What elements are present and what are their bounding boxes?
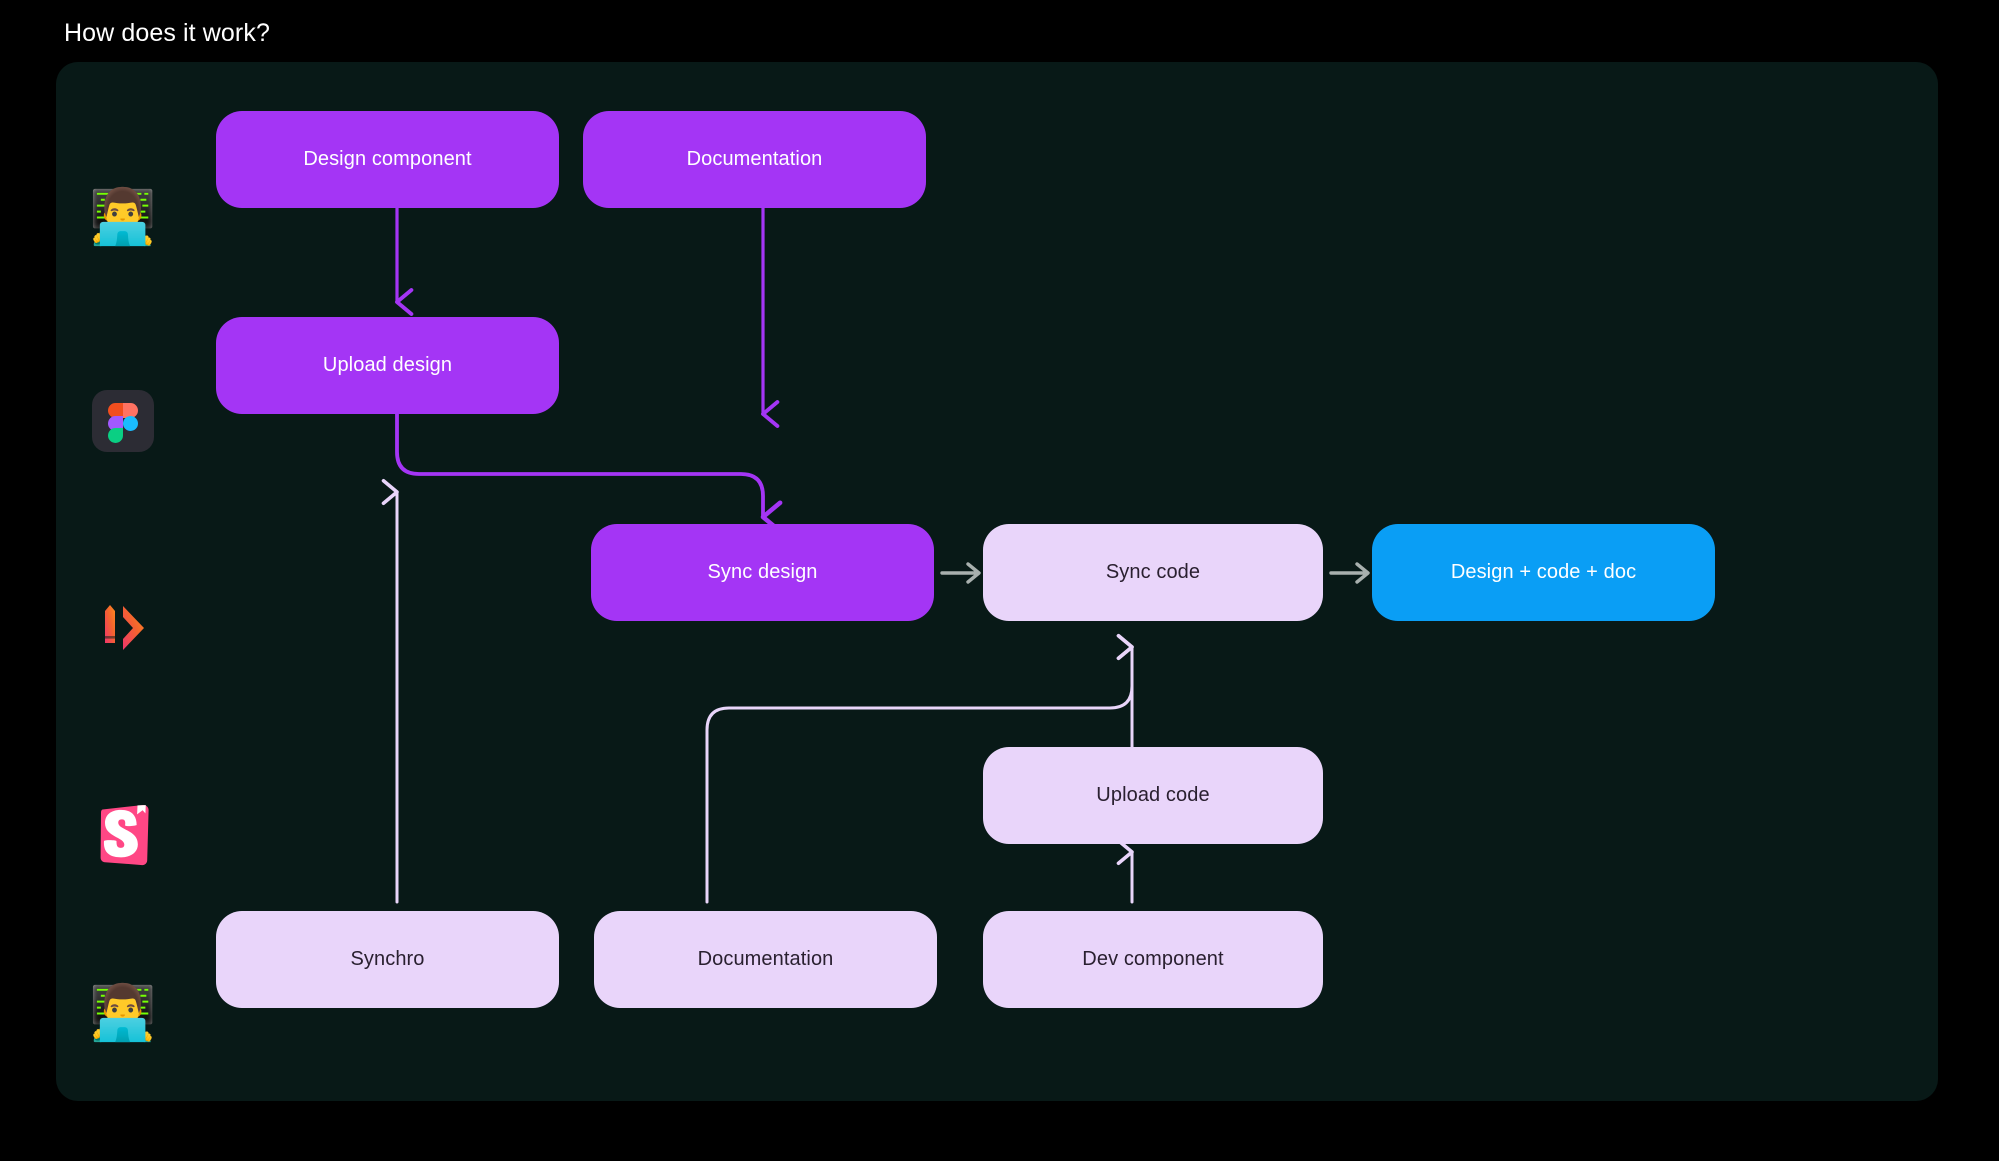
node-design-component[interactable]: Design component (216, 111, 559, 208)
connector-upload-design-to-sync-design (395, 412, 783, 534)
node-label: Upload code (1096, 784, 1210, 806)
lane-icon-designer: 👨‍💻 (89, 184, 157, 250)
specify-pencil-chevron-icon (105, 605, 144, 650)
person-at-laptop-icon: 👨‍💻 (89, 187, 157, 247)
lane-icon-developer: 👨‍💻 (89, 980, 157, 1046)
storybook-icon (100, 804, 149, 866)
node-label: Sync code (1105, 561, 1201, 583)
node-label: Upload design (322, 354, 453, 376)
node-label: Sync design (707, 561, 818, 583)
node-sync-design[interactable]: Sync design (591, 524, 934, 621)
node-label: Documentation (686, 148, 823, 170)
page-title: How does it work? (64, 19, 270, 47)
node-design-code-doc[interactable]: Design + code + doc (1372, 524, 1715, 621)
node-label: Documentation (697, 948, 834, 970)
node-documentation-bottom[interactable]: Documentation (594, 911, 937, 1008)
node-label: Design component (303, 148, 472, 170)
node-upload-code[interactable]: Upload code (983, 747, 1323, 844)
arrow-sync-code-to-design-code-doc (1329, 562, 1370, 584)
node-synchro[interactable]: Synchro (216, 911, 559, 1008)
node-sync-code[interactable]: Sync code (983, 524, 1323, 621)
lane-icon-specify (90, 595, 156, 661)
node-label: Synchro (350, 948, 425, 970)
arrow-sync-design-to-sync-code (940, 562, 981, 584)
person-at-laptop-icon: 👨‍💻 (89, 983, 157, 1043)
node-dev-component[interactable]: Dev component (983, 911, 1323, 1008)
node-upload-design[interactable]: Upload design (216, 317, 559, 414)
node-label: Design + code + doc (1450, 561, 1637, 583)
lane-icon-storybook (92, 802, 158, 868)
figma-icon (92, 390, 154, 452)
lane-icon-figma (90, 388, 156, 454)
diagram-card: 👨‍💻 (56, 62, 1938, 1101)
node-label: Dev component (1082, 948, 1224, 970)
node-documentation-top[interactable]: Documentation (583, 111, 926, 208)
